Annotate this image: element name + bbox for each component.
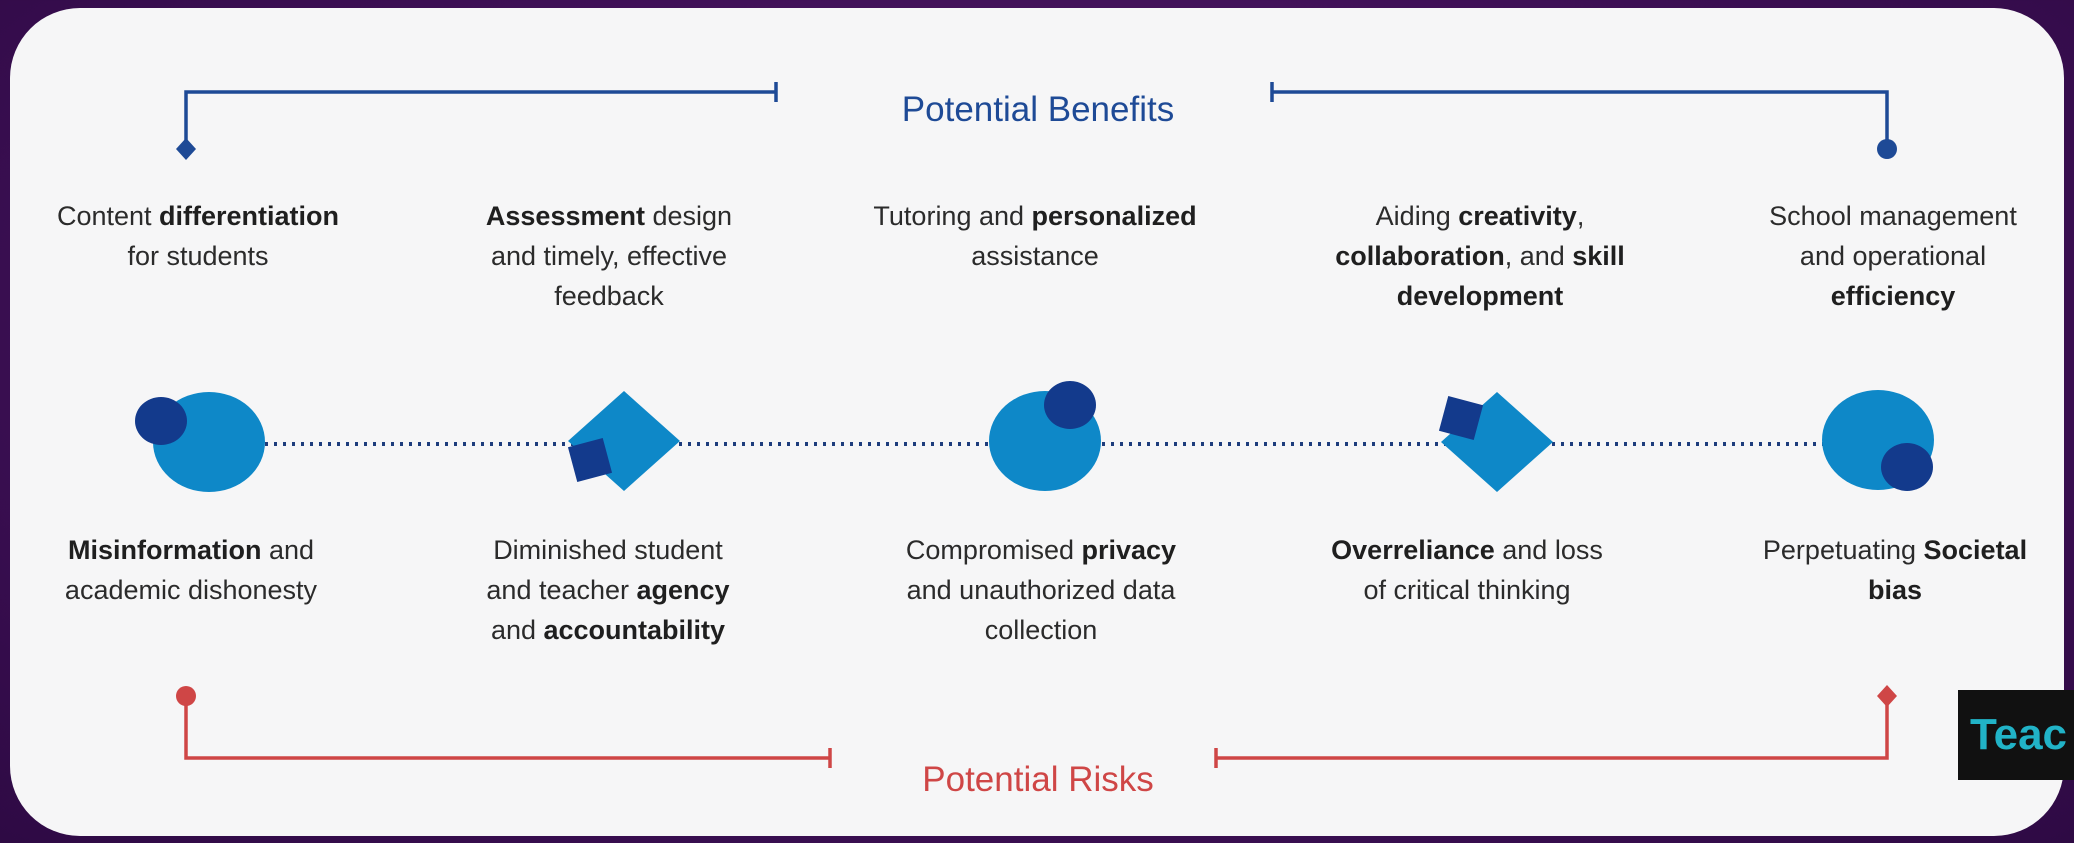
node-1-circle-icon [135,392,265,492]
benefits-bracket [184,82,1889,146]
node-4-diamond-icon [1438,392,1553,492]
risks-bracket [184,698,1889,768]
emphasis-text: Assessment [485,201,645,231]
brand-badge: Teac [1958,690,2074,780]
diagram-graphics [135,82,1934,768]
benefits-bracket-diamond-end [176,138,196,160]
emphasis-text: efficiency [1830,281,1956,311]
diagram-card: Potential Benefits Potential Risks Conte… [10,8,2064,836]
emphasis-text: Overreliance [1331,535,1495,565]
emphasis-text: collaboration [1335,241,1505,271]
emphasis-text: agency [636,575,730,605]
emphasis-text: Misinformation [67,535,262,565]
emphasis-text: personalized [1031,201,1197,231]
risks-bracket-diamond-end [1877,685,1897,707]
emphasis-text: privacy [1081,535,1177,565]
emphasis-text: differentiation [159,201,340,231]
risks-bracket-dot-end [176,686,196,706]
benefit-label-4: Aiding creativity,collaboration, and ski… [1335,201,1625,311]
benefits-bracket-dot-end [1877,139,1897,159]
benefits-title: Potential Benefits [901,90,1175,129]
node-2-diamond-icon [567,391,680,491]
emphasis-text: accountability [543,615,726,645]
risks-title: Potential Risks [922,760,1154,799]
node-5-circle-icon [1822,390,1934,491]
node-3-circle-icon [989,381,1101,491]
emphasis-text: creativity [1458,201,1577,231]
